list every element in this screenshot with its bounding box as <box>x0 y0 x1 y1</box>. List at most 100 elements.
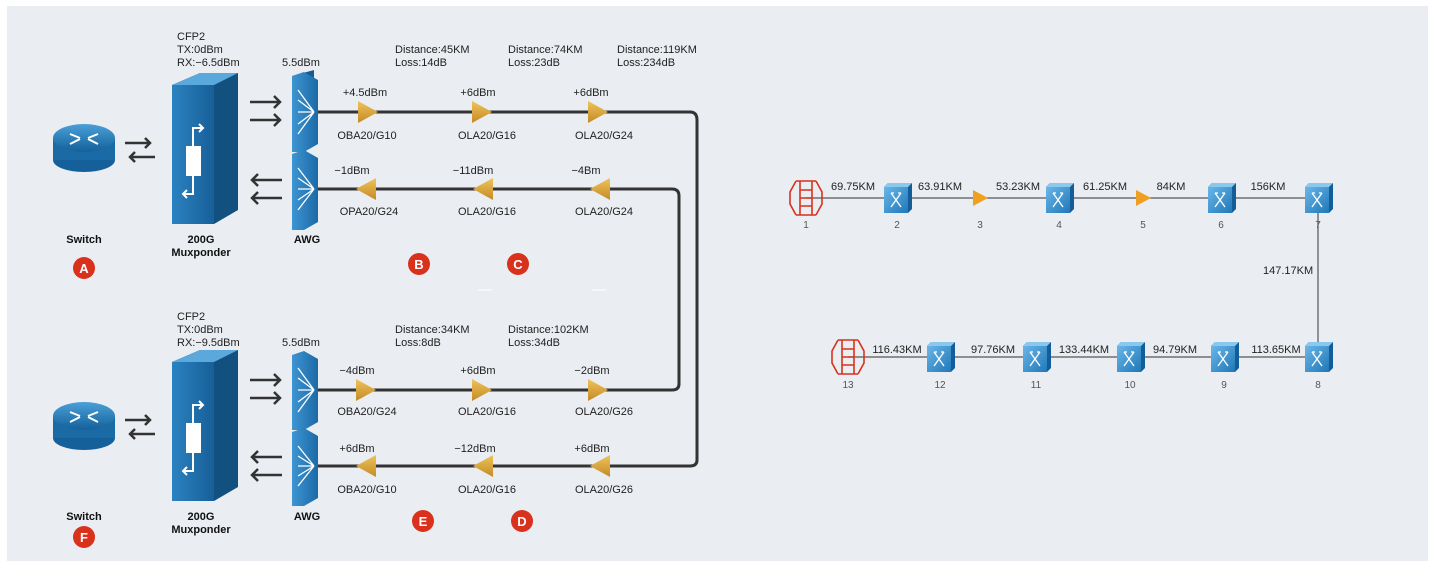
badge-a: A <box>73 257 95 279</box>
bidirectional-arrows-icon <box>125 137 155 163</box>
node-number-label: 8 <box>1315 380 1321 391</box>
roadm-node-icon <box>1117 342 1145 372</box>
fiber-line-upper <box>318 110 699 468</box>
amp-model-bottom-rx-1: OBA20/G10 <box>337 484 396 496</box>
amp-model-bottom-rx-3: OLA20/G26 <box>575 484 633 496</box>
amp-model-top-rx-3: OLA20/G24 <box>575 206 633 218</box>
amplifier-icon-top-tx-1[interactable] <box>358 101 378 123</box>
span-distance-bottom-1: Distance:34KM <box>395 324 470 336</box>
amp-power-top-rx-2: −11dBm <box>453 165 493 177</box>
amplifier-icon-bottom-tx-1[interactable] <box>356 379 376 401</box>
amplifier-icon-top-tx-2[interactable] <box>472 101 492 123</box>
node-number-label: 9 <box>1221 380 1227 391</box>
span-loss-top-1: Loss:14dB <box>395 57 447 69</box>
awg-device-top-rx[interactable] <box>292 150 318 230</box>
svg-text:E: E <box>419 514 428 529</box>
span-loss-top-2: Loss:23dB <box>508 57 560 69</box>
ring-node-4[interactable] <box>1046 183 1074 213</box>
link-distance-label: 133.44KM <box>1059 344 1109 356</box>
node-number-label: 7 <box>1315 220 1321 231</box>
ring-node-10[interactable] <box>1117 342 1145 372</box>
span-distance-top-3: Distance:119KM <box>617 44 697 56</box>
ring-node-13[interactable] <box>831 339 865 375</box>
cfp2-label-bottom: CFP2 <box>177 311 205 323</box>
node-number-label: 2 <box>894 220 900 231</box>
link-distance-label: 53.23KM <box>996 181 1040 193</box>
cfp2-rx-top: RX:−6.5dBm <box>177 57 240 69</box>
diagram-panel <box>7 6 1428 561</box>
ring-node-9[interactable] <box>1211 342 1239 372</box>
amp-power-top-tx-2: +6dBm <box>460 87 495 99</box>
ring-node-6[interactable] <box>1208 183 1236 213</box>
node-number-label: 6 <box>1218 220 1224 231</box>
badge-f: F <box>73 526 95 548</box>
ring-node-1[interactable] <box>789 180 823 216</box>
switch-device-top[interactable] <box>53 124 115 172</box>
node-number-label: 13 <box>842 380 854 391</box>
amplifier-icon-top-rx-2[interactable] <box>473 178 493 200</box>
switch-device-bottom[interactable] <box>53 402 115 450</box>
roadm-node-icon <box>927 342 955 372</box>
amplifier-icon-bottom-rx-2[interactable] <box>473 455 493 477</box>
link-distance-label: 116.43KM <box>872 344 921 356</box>
span-loss-bottom-1: Loss:8dB <box>395 337 441 349</box>
muxponder-device-bottom[interactable] <box>172 350 238 501</box>
amp-model-bottom-rx-2: OLA20/G16 <box>458 484 516 496</box>
link-distance-label: 156KM <box>1251 181 1286 193</box>
amp-power-top-tx-1: +4.5dBm <box>343 87 387 99</box>
amplifier-icon-bottom-tx-2[interactable] <box>472 379 492 401</box>
ring-node-3[interactable] <box>973 190 988 206</box>
amp-power-bottom-rx-1: +6dBm <box>339 443 374 455</box>
awg-device-top-tx[interactable] <box>292 70 318 152</box>
roadm-node-icon <box>1211 342 1239 372</box>
amp-model-top-tx-1: OBA20/G10 <box>337 130 396 142</box>
awg-device-bottom-rx[interactable] <box>292 428 318 506</box>
muxponder-device-top[interactable] <box>172 73 238 224</box>
amp-power-bottom-tx-3: −2dBm <box>574 365 609 377</box>
node-number-label: 12 <box>934 380 946 391</box>
awg-label-top: AWG <box>294 234 320 246</box>
amp-model-bottom-tx-2: OLA20/G16 <box>458 406 516 418</box>
ring-node-11[interactable] <box>1023 342 1051 372</box>
amplifier-node-icon <box>973 190 988 206</box>
terminal-node-icon <box>789 180 823 216</box>
link-distance-label: 61.25KM <box>1083 181 1127 193</box>
ring-node-5[interactable] <box>1136 190 1151 206</box>
roadm-node-icon <box>1305 183 1333 213</box>
svg-text:B: B <box>414 257 423 272</box>
ring-node-7[interactable] <box>1305 183 1333 213</box>
mux-label-bottom-1: 200G <box>188 511 215 523</box>
span-loss-bottom-2: Loss:34dB <box>508 337 560 349</box>
awg-device-bottom-tx[interactable] <box>292 351 318 430</box>
switch-label-bottom: Switch <box>66 511 102 523</box>
amplifier-icon-bottom-rx-1[interactable] <box>356 455 376 477</box>
amp-power-bottom-rx-3: +6dBm <box>574 443 609 455</box>
badge-e: E <box>412 510 434 532</box>
node-number-label: 5 <box>1140 220 1146 231</box>
amp-power-bottom-rx-2: −12dBm <box>454 443 495 455</box>
svg-text:C: C <box>513 257 523 272</box>
ring-node-12[interactable] <box>927 342 955 372</box>
span-loss-top-3: Loss:234dB <box>617 57 675 69</box>
mux-awg-arrows <box>250 95 282 205</box>
amplifier-icon-top-rx-1[interactable] <box>356 178 376 200</box>
mux-label-top-1: 200G <box>188 234 215 246</box>
link-distance-label: 69.75KM <box>831 181 875 193</box>
amplifier-node-icon <box>1136 190 1151 206</box>
link-distance-label: 113.65KM <box>1251 344 1300 356</box>
node-number-label: 3 <box>977 220 983 231</box>
link-distance-label: 147.17KM <box>1263 265 1313 277</box>
node-number-label: 4 <box>1056 220 1062 231</box>
ring-node-2[interactable] <box>884 183 912 213</box>
amp-model-top-tx-2: OLA20/G16 <box>458 130 516 142</box>
span-distance-top-2: Distance:74KM <box>508 44 583 56</box>
amplifier-icon-top-tx-3[interactable] <box>588 101 608 123</box>
amplifier-icon-bottom-rx-3[interactable] <box>590 455 610 477</box>
link-distance-label: 84KM <box>1157 181 1186 193</box>
roadm-node-icon <box>1046 183 1074 213</box>
amplifier-icon-top-rx-3[interactable] <box>590 178 610 200</box>
ring-node-8[interactable] <box>1305 342 1333 372</box>
amplifier-icon-bottom-tx-3[interactable] <box>588 379 608 401</box>
link-distance-label: 97.76KM <box>971 344 1015 356</box>
